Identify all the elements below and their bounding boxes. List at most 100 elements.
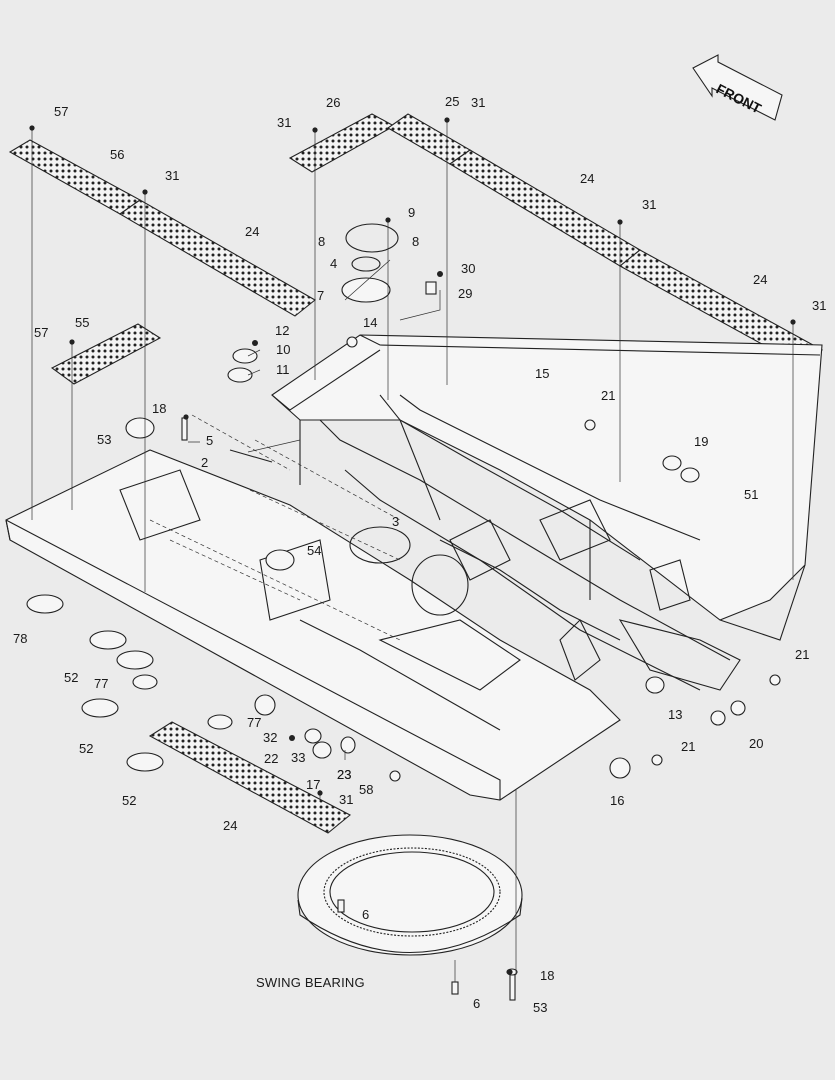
main-frame — [5, 334, 823, 801]
cover-77a — [132, 674, 158, 690]
seal-17 — [312, 741, 332, 759]
rod-2 — [229, 449, 273, 463]
cap-23 — [340, 736, 356, 754]
callout-22-label: 22 — [264, 751, 278, 766]
callout-23-label: 23 — [337, 767, 351, 782]
cap-58 — [389, 770, 401, 782]
callout-18-label: 18 — [152, 401, 166, 416]
callout-31-label: 31 — [642, 197, 656, 212]
callout-31-label: 31 — [812, 298, 826, 313]
callout-31-dot — [617, 219, 623, 225]
callout-31-dot — [142, 189, 148, 195]
cover-52c — [81, 698, 119, 718]
cap-14 — [346, 336, 358, 348]
seal-33 — [304, 728, 322, 744]
bolt-22 — [289, 735, 295, 741]
callout-8-label: 8 — [412, 234, 419, 249]
cap-20b — [730, 700, 746, 716]
step-plate-55 — [50, 323, 162, 385]
callout-53-label: 53 — [97, 432, 111, 447]
cover-78 — [26, 594, 64, 614]
callout-6-label: 6 — [473, 996, 480, 1011]
step-plate-25 — [386, 113, 472, 165]
callout-2-label: 2 — [201, 455, 208, 470]
callout-52-label: 52 — [122, 793, 136, 808]
ring-4 — [351, 256, 381, 272]
callout-15-label: 15 — [535, 366, 549, 381]
callout-24-label: 24 — [223, 818, 237, 833]
step-plates — [8, 113, 823, 834]
callout-4-label: 4 — [330, 256, 337, 271]
cap-13 — [645, 676, 665, 694]
callout-9-dot — [385, 217, 391, 223]
cap-21b — [769, 674, 781, 686]
callout-54-label: 54 — [307, 543, 321, 558]
cap-19b — [680, 467, 700, 483]
callout-18-dot — [183, 414, 189, 420]
callout-31-label: 31 — [277, 115, 291, 130]
step-plate-24-left — [118, 199, 316, 317]
callout-8-label: 8 — [318, 234, 325, 249]
callout-57-label: 57 — [54, 104, 68, 119]
callout-31-dot — [444, 117, 450, 123]
pin-6a — [337, 899, 345, 913]
callout-17-label: 17 — [306, 777, 320, 792]
callout-16-label: 16 — [610, 793, 624, 808]
step-plate-24-bottom — [148, 721, 351, 834]
callout-31-dot — [312, 127, 318, 133]
callout-77-label: 77 — [247, 715, 261, 730]
cover-32 — [254, 694, 276, 716]
leader-lines — [31, 120, 794, 982]
front-arrow-icon: FRONT — [692, 54, 783, 121]
callout-23-label: 23 — [337, 767, 351, 782]
ring-8 — [345, 223, 399, 253]
callout-56-label: 56 — [110, 147, 124, 162]
cap-21c — [651, 754, 663, 766]
callout-13-label: 13 — [668, 707, 682, 722]
callout-5-label: 5 — [206, 433, 213, 448]
bolt-18 — [181, 417, 188, 441]
callout-31-label: 31 — [471, 95, 485, 110]
callout-18-dot — [507, 969, 513, 975]
swing-bearing-caption: SWING BEARING — [256, 975, 365, 990]
callout-31-dot — [790, 319, 796, 325]
callout-77-label: 77 — [94, 676, 108, 691]
cover-52b — [116, 650, 154, 670]
callout-32-label: 32 — [263, 730, 277, 745]
callout-24-label: 24 — [753, 272, 767, 287]
callout-24-label: 24 — [245, 224, 259, 239]
callout-57-label: 57 — [34, 325, 48, 340]
callout-30-label: 30 — [461, 261, 475, 276]
callout-20-label: 20 — [749, 736, 763, 751]
callout-52-label: 52 — [79, 741, 93, 756]
callout-9-label: 9 — [408, 205, 415, 220]
step-plate-24-upper — [448, 149, 641, 267]
callout-30-dot — [437, 271, 443, 277]
callout-57-dot — [29, 125, 35, 131]
callout-78-label: 78 — [13, 631, 27, 646]
callout-33-label: 33 — [291, 750, 305, 765]
swing-bearing — [297, 834, 523, 1001]
callout-18-label: 18 — [540, 968, 554, 983]
callout-19-label: 19 — [694, 434, 708, 449]
pin-6b — [451, 981, 459, 995]
seal-53 — [125, 417, 155, 439]
cover-52d — [126, 752, 164, 772]
seal-54 — [265, 549, 295, 571]
callout-21-label: 21 — [795, 647, 809, 662]
callout-55-label: 55 — [75, 315, 89, 330]
callout-6-label: 6 — [362, 907, 369, 922]
callout-31-label: 31 — [339, 792, 353, 807]
cap-19a — [662, 455, 682, 471]
callout-25-label: 25 — [445, 94, 459, 109]
callout-12-label: 12 — [275, 323, 289, 338]
callout-52-label: 52 — [64, 670, 78, 685]
callout-29-label: 29 — [458, 286, 472, 301]
cover-52a — [89, 630, 127, 650]
callout-31-label: 31 — [165, 168, 179, 183]
callout-24-label: 24 — [580, 171, 594, 186]
callout-57-dot — [69, 339, 75, 345]
gasket-10 — [232, 348, 258, 364]
